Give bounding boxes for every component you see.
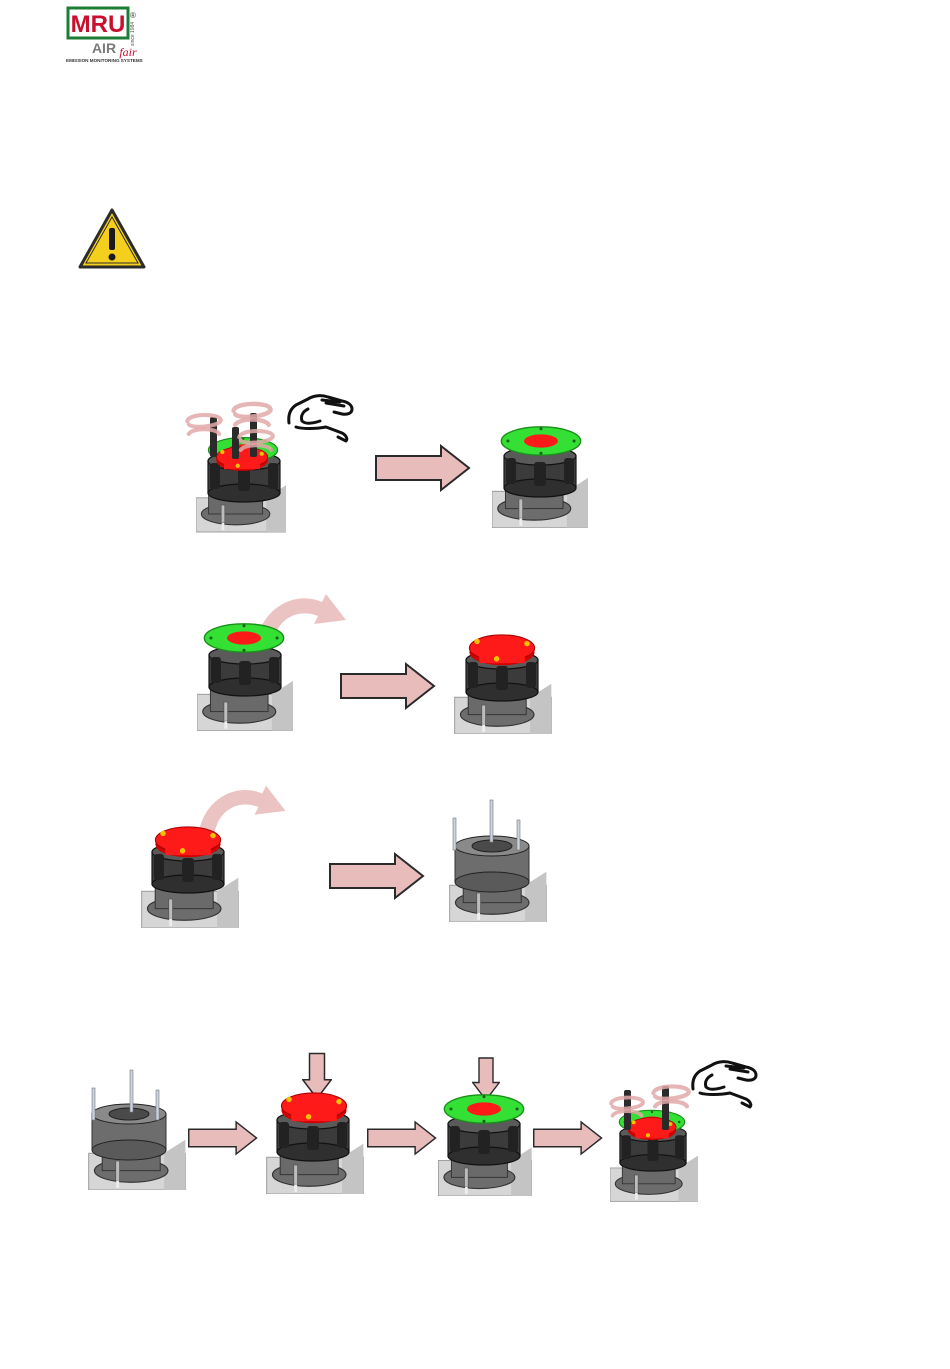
arrow-right-icon	[329, 850, 425, 902]
arrow-right-icon	[375, 444, 471, 492]
step3-sensor-with-filter	[136, 822, 244, 930]
step4-insert-ring	[436, 1090, 534, 1198]
arrow-right-icon	[340, 660, 436, 712]
svg-text:fair: fair	[119, 45, 137, 59]
step2-sensor-with-ring	[195, 615, 295, 733]
svg-text:EMISSION MONITORING SYSTEMS: EMISSION MONITORING SYSTEMS	[66, 58, 143, 63]
arrow-right-icon	[533, 1120, 603, 1156]
pinch-hand-icon	[286, 393, 358, 445]
step4-insert-filter	[262, 1088, 368, 1196]
step2-sensor-ring-removed	[450, 628, 554, 736]
svg-text:®: ®	[130, 11, 136, 20]
step1-sensor-knobs-removed	[490, 420, 590, 530]
step1-sensor-with-knobs	[182, 395, 292, 540]
svg-text:AIR: AIR	[92, 40, 116, 56]
warning-triangle-icon	[78, 208, 146, 270]
step3-sensor-empty-with-pins	[443, 798, 551, 924]
step4-sensor-empty-with-pins	[84, 1068, 190, 1192]
step4-sensor-with-knobs	[606, 1078, 700, 1204]
arrow-right-icon	[367, 1120, 437, 1156]
arrow-right-icon	[188, 1120, 258, 1156]
brand-logo: MRU AIR fair ® since 1984 EMISSION MONIT…	[66, 6, 148, 64]
svg-text:MRU: MRU	[71, 11, 126, 38]
pinch-hand-icon	[690, 1058, 762, 1112]
svg-text:since 1984: since 1984	[130, 22, 136, 46]
